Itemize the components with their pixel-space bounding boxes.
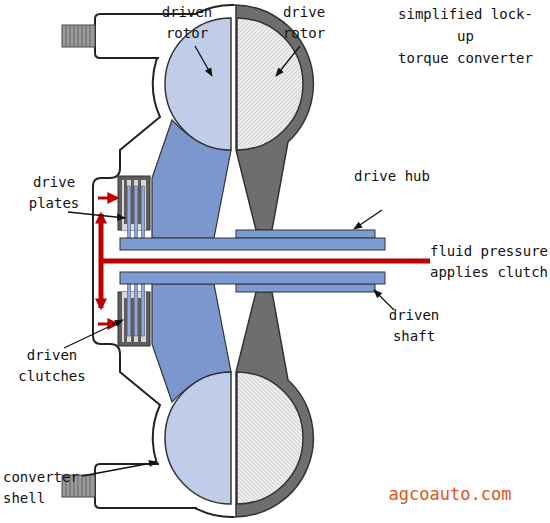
leader-line (195, 46, 212, 76)
leader-line (68, 212, 125, 218)
fluid-pressure-line (99, 214, 104, 308)
pressure-arrow (98, 197, 117, 200)
part-label: driven clutches (10, 345, 94, 387)
diagram-title: simplified lock-up torque converter (393, 3, 538, 69)
bolt (62, 25, 95, 47)
leader-line (354, 210, 382, 229)
part-label: driven rotor (147, 2, 227, 44)
leader-lines (64, 46, 394, 476)
leader-line (82, 462, 157, 476)
note-label: fluid pressure applies clutch (430, 241, 550, 283)
part-label: converter shell (3, 467, 88, 509)
converter-shell-fill (93, 5, 234, 262)
watermark: agcoauto.com (380, 484, 520, 505)
converter-shell-outline (93, 5, 234, 262)
drive-plate (128, 186, 131, 238)
part-label: drive rotor (264, 2, 344, 44)
drive-plate (135, 186, 138, 238)
drive-plate (142, 186, 145, 238)
fluid-pressure-line (101, 259, 430, 264)
driven-shaft (120, 238, 385, 250)
bolt-thread (66, 25, 90, 47)
part-label: driven shaft (374, 305, 454, 347)
title-part: torque converter (398, 50, 533, 66)
clutch-housing (118, 176, 150, 230)
driven-clutch (138, 180, 141, 224)
part-label: drive plates (14, 172, 94, 214)
drive-hub (236, 284, 375, 292)
driven-clutch (131, 180, 134, 224)
title-part: simplified lock-up (398, 6, 533, 44)
part-label: drive hub (352, 166, 432, 187)
leader-line (64, 320, 123, 348)
drive-hub (236, 230, 375, 238)
leader-line (276, 46, 300, 76)
driven-shaft (120, 272, 385, 284)
